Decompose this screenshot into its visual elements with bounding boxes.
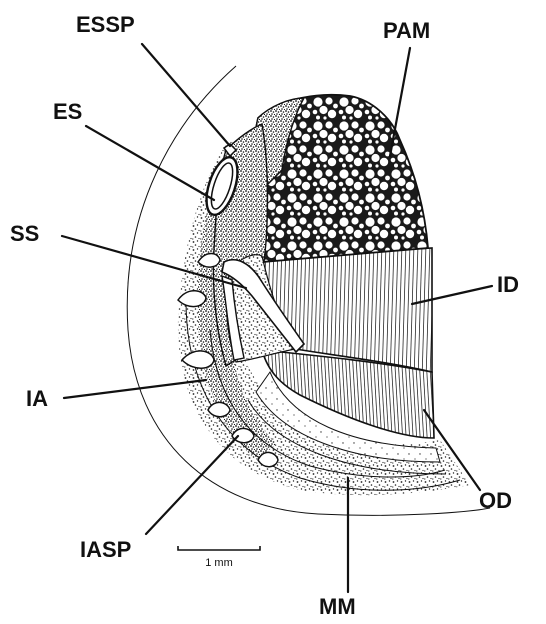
fiber-line (398, 244, 402, 380)
fiber-line (422, 244, 426, 380)
fiber-line (394, 244, 398, 380)
fiber-line (386, 244, 390, 380)
fiber-line (322, 244, 326, 380)
fiber-line (425, 340, 431, 444)
fiber-line (355, 340, 361, 444)
fiber-line (374, 244, 378, 380)
leader-ia (64, 380, 206, 398)
label-ss: SS (10, 221, 39, 246)
label-mm: MM (319, 594, 356, 619)
fiber-line (390, 244, 394, 380)
scale-bar-text: 1 mm (205, 557, 233, 569)
fiber-line (402, 244, 406, 380)
label-id: ID (497, 272, 519, 297)
label-od: OD (479, 488, 512, 513)
label-pam: PAM (383, 18, 430, 43)
fiber-line (294, 244, 298, 380)
fiber-line (378, 244, 382, 380)
scale-bar-line (178, 546, 260, 550)
label-ia: IA (26, 386, 48, 411)
scale-bar: 1 mm (178, 546, 260, 569)
spine-4 (208, 402, 230, 416)
leader-iasp (146, 436, 238, 534)
fiber-line (406, 244, 410, 380)
spine-6 (258, 452, 278, 466)
leader-es (86, 126, 214, 200)
fiber-line (439, 340, 445, 444)
fiber-line (369, 340, 375, 444)
leader-essp (142, 44, 230, 146)
fiber-line (334, 244, 338, 380)
fiber-line (370, 244, 374, 380)
fiber-line (345, 340, 351, 444)
fiber-line (426, 244, 430, 380)
fiber-line (401, 340, 407, 444)
label-es: ES (53, 99, 82, 124)
fiber-line (418, 244, 422, 380)
fiber-line (359, 340, 365, 444)
fiber-line (411, 340, 417, 444)
fiber-line (383, 340, 389, 444)
spine-5 (232, 428, 254, 442)
fiber-line (387, 340, 393, 444)
label-essp: ESSP (76, 12, 135, 37)
fiber-line (414, 244, 418, 380)
fiber-line (306, 244, 310, 380)
fiber-line (415, 340, 421, 444)
fiber-line (397, 340, 403, 444)
fiber-line (410, 244, 414, 380)
fiber-line (382, 244, 386, 380)
label-iasp: IASP (80, 537, 131, 562)
leader-id (412, 286, 492, 304)
